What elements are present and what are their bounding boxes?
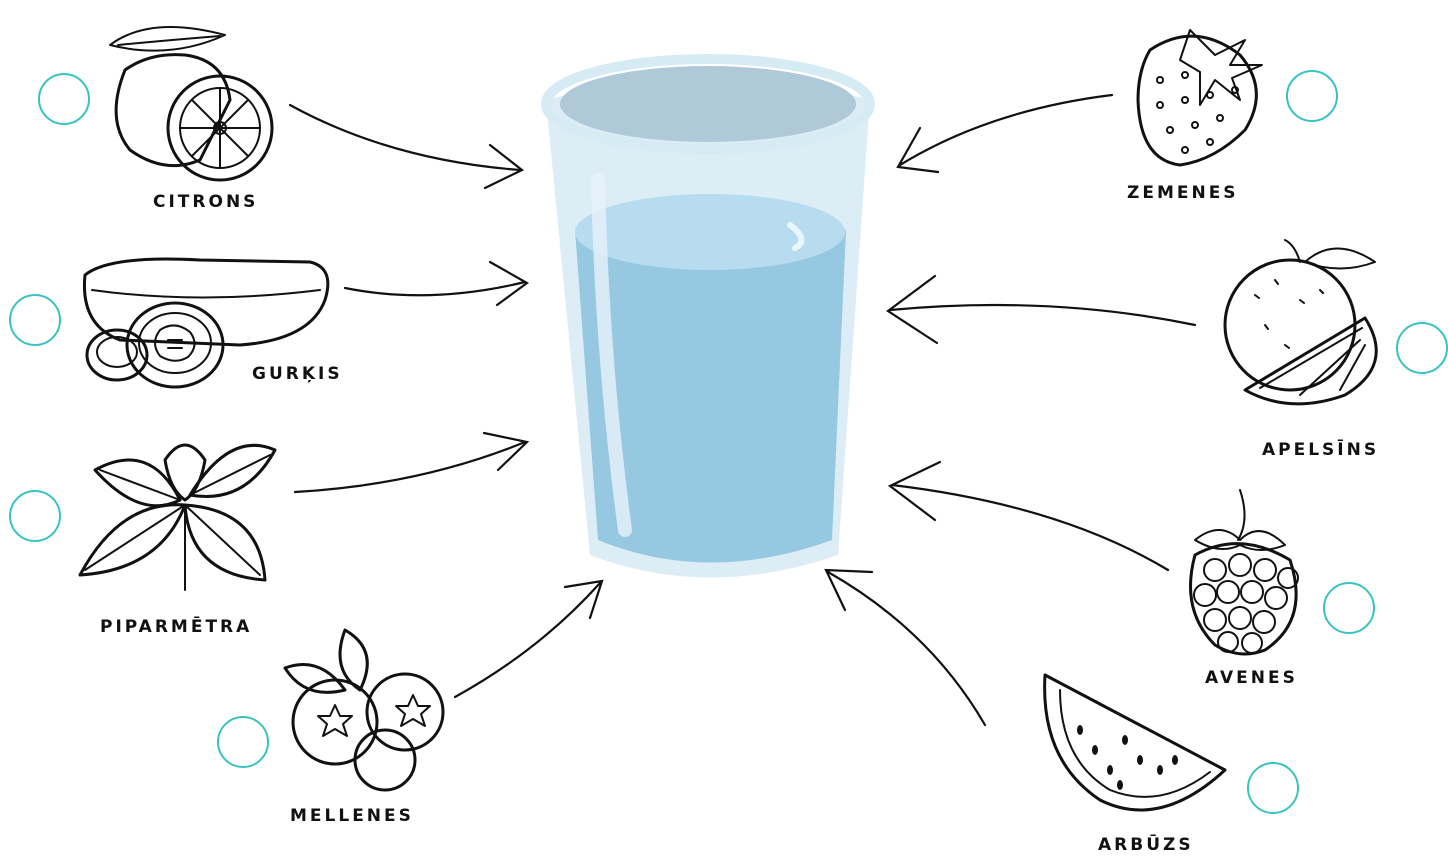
blueberries-icon (285, 630, 443, 790)
label-piparmetra: PIPARMĒTRA (100, 617, 252, 637)
orange-icon (1225, 240, 1376, 404)
watermelon-icon (1045, 675, 1225, 810)
arrow-gurkis (345, 262, 527, 305)
checkbox-mellenes[interactable] (217, 716, 269, 768)
checkbox-gurkis[interactable] (9, 294, 61, 346)
checkbox-avenes[interactable] (1323, 582, 1375, 634)
arrow-zemenes (898, 95, 1112, 172)
mint-icon (80, 445, 275, 590)
arrow-citrons (290, 105, 522, 188)
arrow-apelsins (888, 276, 1195, 343)
label-arbuzs: ARBŪZS (1098, 835, 1194, 855)
label-citrons: CITRONS (153, 192, 258, 212)
label-avenes: AVENES (1205, 668, 1298, 688)
arrow-arbuzs (826, 570, 985, 725)
label-gurkis: GURĶIS (252, 364, 343, 384)
checkbox-citrons[interactable] (38, 73, 90, 125)
water-glass-icon (546, 59, 870, 578)
checkbox-apelsins[interactable] (1396, 322, 1448, 374)
strawberry-icon (1138, 30, 1262, 165)
label-zemenes: ZEMENES (1127, 183, 1239, 203)
arrow-piparmetra (295, 433, 527, 492)
checkbox-piparmetra[interactable] (9, 490, 61, 542)
raspberry-icon (1191, 490, 1299, 654)
arrow-avenes (890, 462, 1168, 570)
label-mellenes: MELLENES (290, 806, 414, 826)
checkbox-zemenes[interactable] (1286, 70, 1338, 122)
arrow-mellenes (455, 581, 602, 697)
lemon-icon (110, 27, 272, 180)
label-apelsins: APELSĪNS (1262, 440, 1379, 460)
checkbox-arbuzs[interactable] (1247, 762, 1299, 814)
